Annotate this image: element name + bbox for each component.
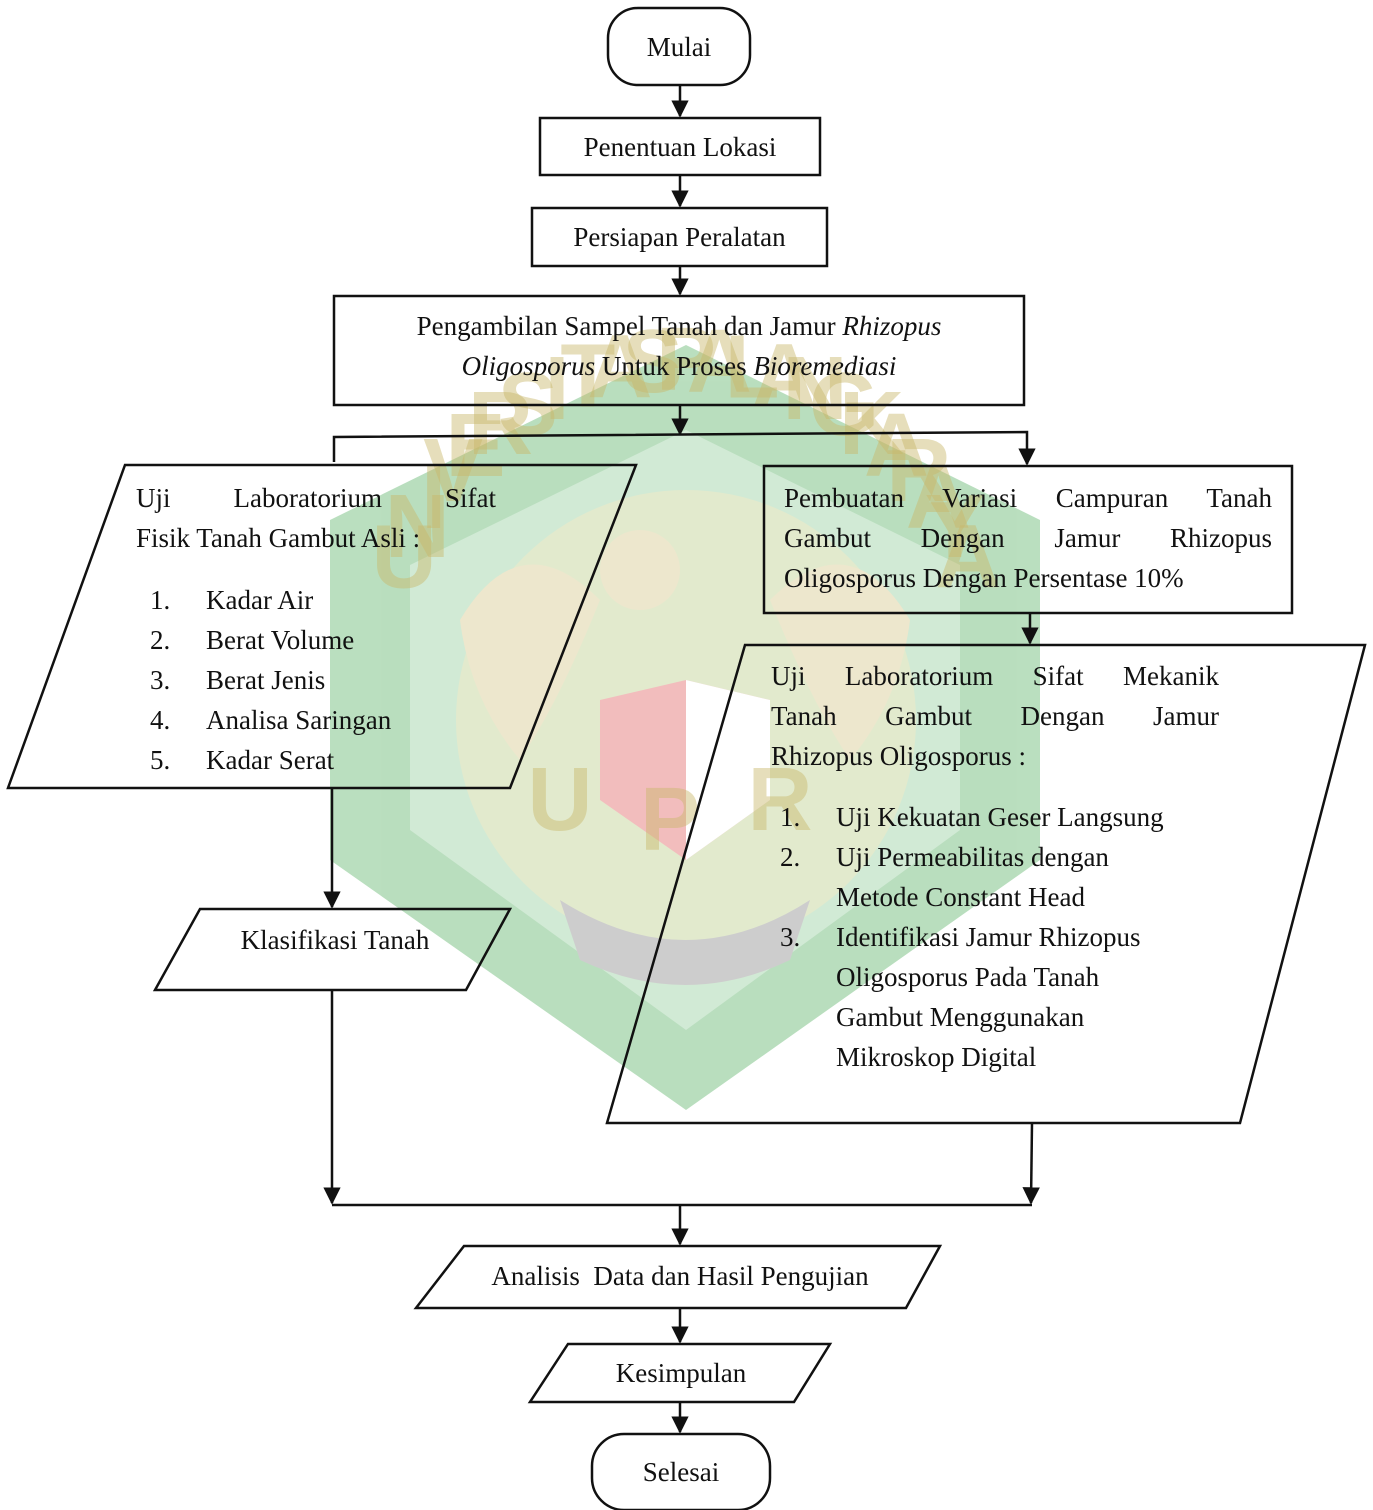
list-item-label: Kadar Air (206, 585, 314, 615)
physical-test-item: 3. Berat Jenis (150, 660, 470, 700)
analysis-io-shape (413, 1244, 943, 1310)
equipment-process-box (530, 206, 829, 268)
variation-line3: Oligosporus Dengan Persentase 10% (784, 563, 1184, 593)
sampling-process-box (332, 294, 1026, 407)
watermark-letter: N (385, 477, 450, 577)
list-number: 3. (780, 922, 801, 952)
sampling-label-line1: Pengambilan Sampel Tanah dan Jamur Rhizo… (334, 306, 1024, 346)
conclusion-label: Kesimpulan (615, 1358, 747, 1388)
watermark-letter: A (864, 396, 929, 496)
sampling-label: Pengambilan Sampel Tanah dan Jamur Rhizo… (334, 306, 1024, 386)
classification-label: Klasifikasi Tanah (240, 925, 430, 955)
physical-test-item: 5. Kadar Serat (150, 740, 470, 780)
list-item-label: Berat Jenis (206, 665, 326, 695)
physical-test-heading-line1: Uji Laboratorium Sifat (136, 483, 496, 513)
variation-line2: Gambut Dengan Jamur Rhizopus (784, 523, 1272, 553)
location-label: Penentuan Lokasi (583, 132, 777, 162)
watermark-letter: P (656, 310, 716, 410)
watermark-letter: A (687, 312, 752, 412)
list-item-label: Berat Volume (206, 625, 355, 655)
mechanical-test-item: 1. Uji Kekuatan Geser Langsung (780, 797, 1230, 837)
sampling-label-line2: Oligosporus Untuk Proses Bioremediasi (334, 346, 1024, 386)
list-item-label: Analisa Saringan (206, 705, 392, 735)
watermark-letter: Y (925, 477, 985, 577)
list-number: 1. (150, 585, 171, 615)
list-item-line: Gambut Menggunakan (836, 1002, 1085, 1032)
arrow-right-merge (1022, 1122, 1040, 1205)
start-terminator (606, 6, 752, 87)
list-item-line: Uji Permeabilitas dengan (836, 842, 1109, 872)
physical-test-heading-line2: Fisik Tanah Gambut Asli : (136, 523, 421, 553)
list-item-line: Uji Kekuatan Geser Langsung (836, 802, 1164, 832)
watermark-letter: L (725, 317, 780, 417)
watermark-letter: U (372, 507, 437, 607)
sampling-italic-bioremediasi: Bioremediasi (753, 351, 897, 381)
variation-label: Pembuatan Variasi Campuran Tanah Gambut … (784, 478, 1272, 598)
watermark-letter: A (906, 448, 971, 548)
mechanical-heading-line2: Tanah Gambut Dengan Jamur (771, 701, 1219, 731)
start-label: Mulai (646, 32, 712, 62)
watermark-letter: U (528, 750, 593, 850)
watermark-letter: A (752, 326, 817, 426)
list-item-line: Identifikasi Jamur Rhizopus (836, 922, 1141, 952)
conclusion-io-shape (527, 1342, 833, 1404)
list-item-label: Uji Kekuatan Geser Langsung (836, 797, 1164, 837)
mechanical-heading-line3: Rhizopus Oligosporus : (771, 741, 1027, 771)
list-number: 5. (150, 745, 171, 775)
end-label: Selesai (642, 1457, 720, 1487)
physical-test-list: 1. Kadar Air 2. Berat Volume 3. Berat Jenis 4.… (150, 580, 470, 780)
classification-io-shape (152, 907, 513, 992)
watermark-letter: R (468, 374, 533, 474)
watermark-letter: E (446, 396, 506, 496)
list-number: 1. (780, 802, 801, 832)
sampling-text-2: Untuk Proses (595, 351, 754, 381)
physical-test-io-shape (6, 463, 638, 790)
list-item-line: Metode Constant Head (836, 882, 1085, 912)
end-terminator (590, 1432, 772, 1510)
watermark-letter: R (748, 750, 813, 850)
mechanical-test-heading: Uji Laboratorium Sifat Mekanik Tanah Gam… (771, 656, 1219, 776)
physical-test-heading: Uji Laboratorium Sifat Fisik Tanah Gambu… (136, 478, 496, 558)
watermark-letter: A (587, 317, 652, 417)
list-number: 2. (780, 842, 801, 872)
watermark-letter: A (935, 507, 1000, 607)
list-item-line: Oligosporus Pada Tanah (836, 962, 1100, 992)
list-item-line: Mikroskop Digital (836, 1042, 1037, 1072)
watermark-letter: P (640, 770, 700, 870)
sampling-text-1: Pengambilan Sampel Tanah dan Jamur (416, 311, 843, 341)
analysis-label: Analisis Data dan Hasil Pengujian (491, 1261, 869, 1291)
branch-split-line (332, 430, 1036, 466)
watermark-letter: S (623, 312, 683, 412)
watermark-letter: K (839, 374, 904, 474)
location-process-box (538, 116, 822, 177)
physical-test-item: 1. Kadar Air (150, 580, 470, 620)
watermark-letter: T (560, 326, 615, 426)
mechanical-test-list: 1. Uji Kekuatan Geser Langsung 2. Uji Perme… (780, 797, 1230, 1077)
physical-test-item: 4. Analisa Saringan (150, 700, 470, 740)
variation-process-box (762, 464, 1294, 615)
watermark-letter: I (545, 339, 570, 439)
physical-test-item: 2. Berat Volume (150, 620, 470, 660)
watermark-letter: N (782, 339, 847, 439)
list-number: 2. (150, 625, 171, 655)
variation-line1: Pembuatan Variasi Campuran Tanah (784, 483, 1272, 513)
sampling-italic-oligosporus: Oligosporus (461, 351, 596, 381)
list-number: 4. (150, 705, 171, 735)
watermark-letter: R (886, 421, 951, 521)
equipment-label: Persiapan Peralatan (573, 222, 786, 252)
sampling-italic-rhizopus: Rhizopus (842, 311, 942, 341)
connectors (323, 85, 1040, 1434)
mechanical-test-io-shape (605, 643, 1367, 1125)
list-number: 3. (150, 665, 171, 695)
mechanical-heading-line1: Uji Laboratorium Sifat Mekanik (771, 661, 1219, 691)
list-item-label: Kadar Serat (206, 745, 335, 775)
shapes (6, 6, 1367, 1510)
